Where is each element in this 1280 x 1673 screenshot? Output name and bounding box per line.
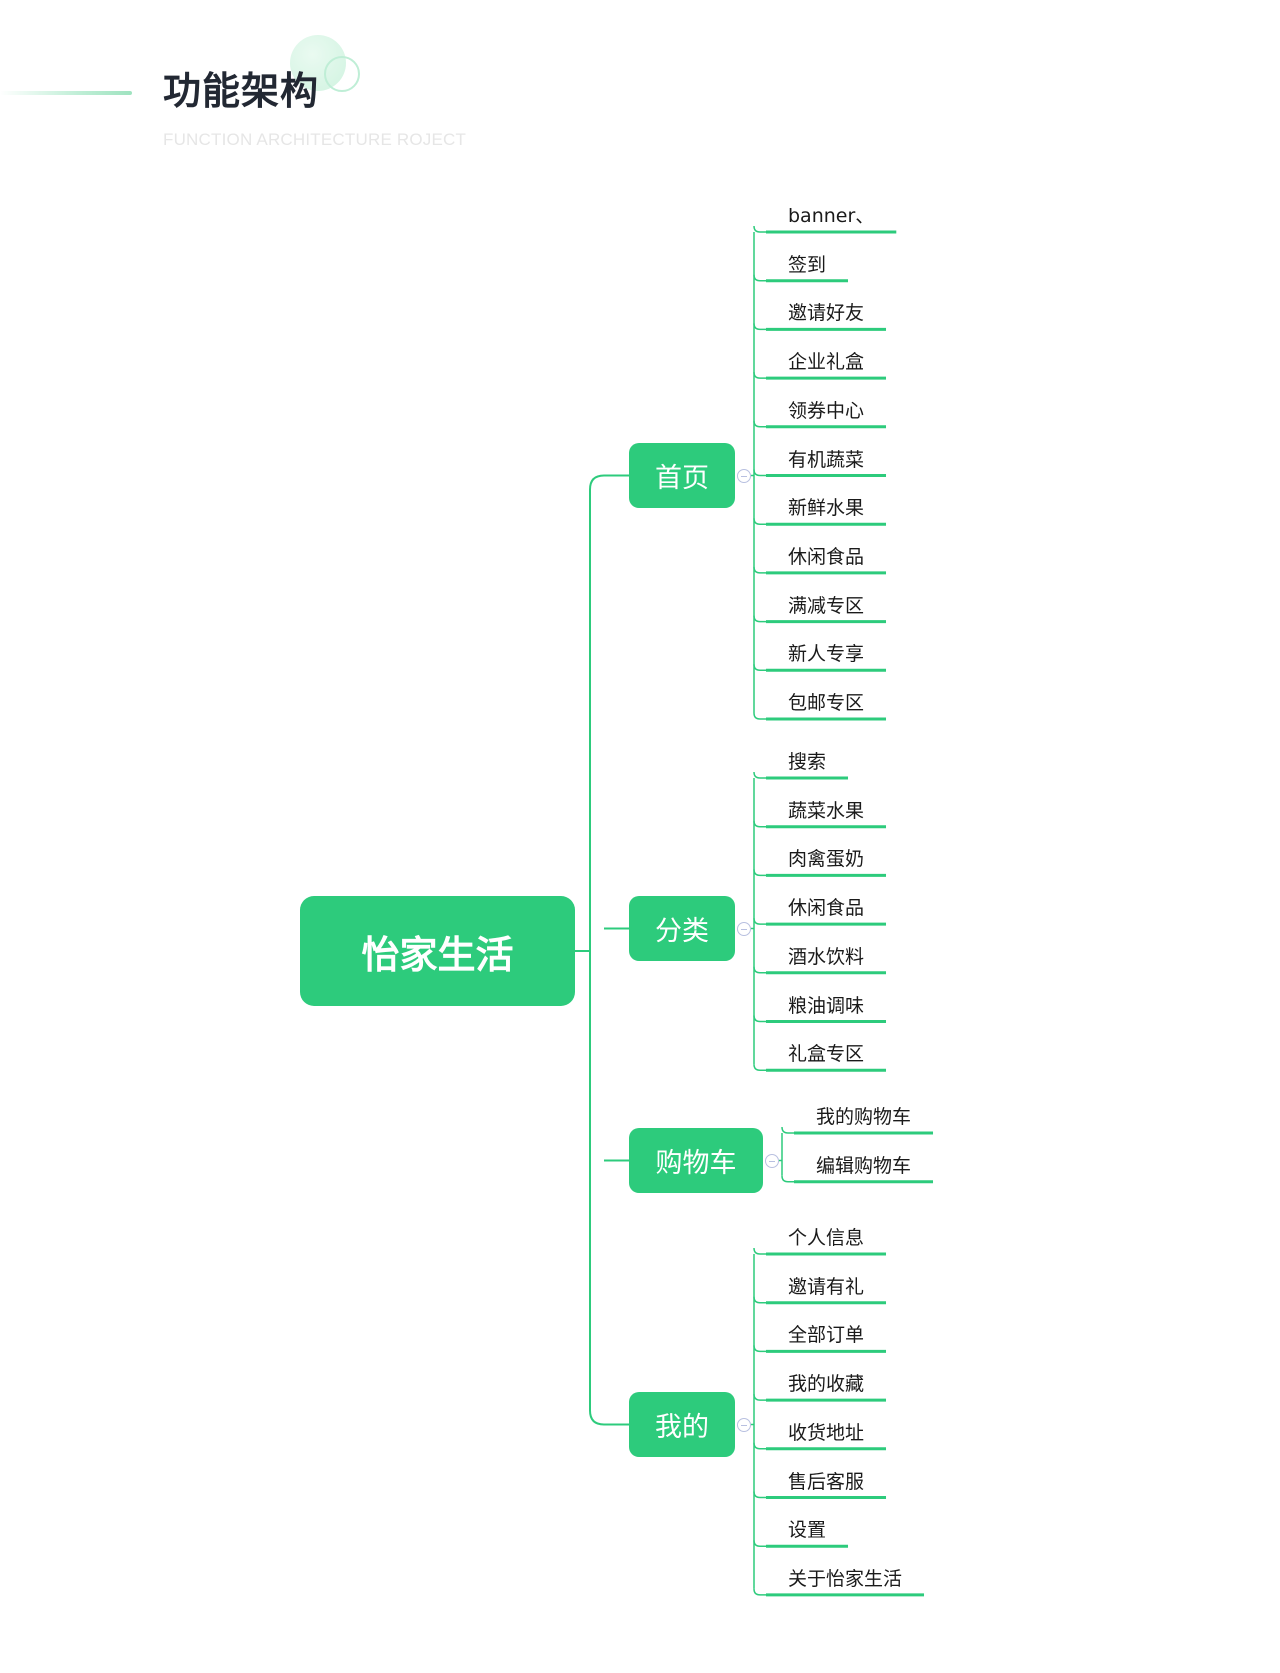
page-subtitle: FUNCTION ARCHITECTURE ROJECT: [163, 130, 467, 149]
leaf-item[interactable]: 休闲食品: [788, 545, 865, 568]
collapse-toggle-icon[interactable]: [737, 1417, 751, 1432]
leaf-connector: [753, 1345, 766, 1353]
header-accent-line: [0, 91, 132, 95]
leaf-connector: [753, 918, 766, 925]
leaf-connector: [753, 712, 766, 720]
leaf-item[interactable]: 全部订单: [788, 1324, 865, 1347]
collapse-toggle-icon[interactable]: [737, 468, 751, 483]
leaf-connector: [753, 566, 766, 574]
collapse-toggle-icon[interactable]: [765, 1153, 779, 1168]
leaf-item[interactable]: 礼盒专区: [788, 1043, 865, 1066]
leaf-connector: [753, 372, 766, 379]
leaf-item[interactable]: 邀请好友: [788, 302, 865, 325]
leaf-connector: [753, 420, 766, 428]
leaf-item[interactable]: 编辑购物车: [816, 1154, 912, 1177]
leaf-item[interactable]: 企业礼盒: [788, 351, 865, 374]
leaf-connector: [753, 664, 766, 672]
collapse-toggle-icon[interactable]: [737, 921, 751, 936]
leaf-item[interactable]: banner、: [788, 205, 875, 227]
leaf-connector: [753, 966, 766, 974]
leaf-connector: [753, 323, 766, 331]
leaf-item[interactable]: 我的收藏: [788, 1373, 865, 1396]
leaf-connector: [753, 869, 766, 877]
leaf-item[interactable]: 新鲜水果: [788, 497, 865, 520]
leaf-connector: [781, 1126, 794, 1134]
branch-node[interactable]: 首页: [629, 443, 735, 508]
leaf-connector: [781, 1175, 794, 1183]
leaf-item[interactable]: 新人专享: [788, 643, 865, 666]
leaf-item[interactable]: 休闲食品: [788, 897, 865, 920]
leaf-connector: [753, 820, 766, 828]
trunk-line: [589, 474, 605, 1426]
leaf-connector: [753, 1540, 766, 1547]
leaf-connector: [753, 1491, 766, 1499]
leaf-item[interactable]: 满减专区: [788, 594, 865, 617]
leaf-connector: [753, 615, 766, 623]
leaf-connector: [753, 1247, 766, 1255]
leaf-item[interactable]: 收货地址: [788, 1421, 865, 1444]
leaf-connector: [753, 1296, 766, 1304]
leaf-item[interactable]: 我的购物车: [816, 1106, 912, 1128]
leaf-item[interactable]: 邀请有礼: [788, 1275, 865, 1298]
leaf-connector: [753, 1588, 766, 1596]
leaf-connector: [753, 469, 766, 477]
leaf-item[interactable]: 设置: [788, 1519, 827, 1542]
leaf-item[interactable]: 个人信息: [788, 1227, 865, 1249]
leaf-item[interactable]: 酒水饮料: [788, 945, 865, 968]
leaf-connector: [753, 1015, 766, 1023]
leaf-connector: [753, 1442, 766, 1450]
leaf-connector: [753, 274, 766, 282]
leaf-item[interactable]: 领券中心: [788, 399, 865, 422]
leaf-item[interactable]: 有机蔬菜: [788, 448, 865, 471]
decorative-ring: [324, 56, 360, 92]
leaf-connector: [753, 1394, 766, 1401]
leaf-item[interactable]: 搜索: [788, 751, 827, 773]
leaf-item[interactable]: 包邮专区: [788, 692, 865, 714]
leaf-connector: [753, 518, 766, 525]
root-node[interactable]: 怡家生活: [300, 896, 575, 1006]
leaf-item[interactable]: 售后客服: [788, 1470, 865, 1493]
leaf-item[interactable]: 签到: [788, 253, 827, 276]
leaf-item[interactable]: 粮油调味: [788, 994, 865, 1017]
branch-node[interactable]: 我的: [629, 1392, 735, 1457]
leaf-item[interactable]: 肉禽蛋奶: [788, 848, 865, 871]
leaf-item[interactable]: 蔬菜水果: [788, 799, 865, 822]
page-title: 功能架构: [163, 69, 320, 113]
leaf-item[interactable]: 关于怡家生活: [788, 1567, 903, 1590]
branch-node[interactable]: 购物车: [629, 1128, 763, 1193]
branch-node[interactable]: 分类: [629, 896, 735, 961]
leaf-connector: [753, 225, 766, 233]
leaf-connector: [753, 771, 766, 779]
leaf-connector: [753, 1064, 766, 1071]
